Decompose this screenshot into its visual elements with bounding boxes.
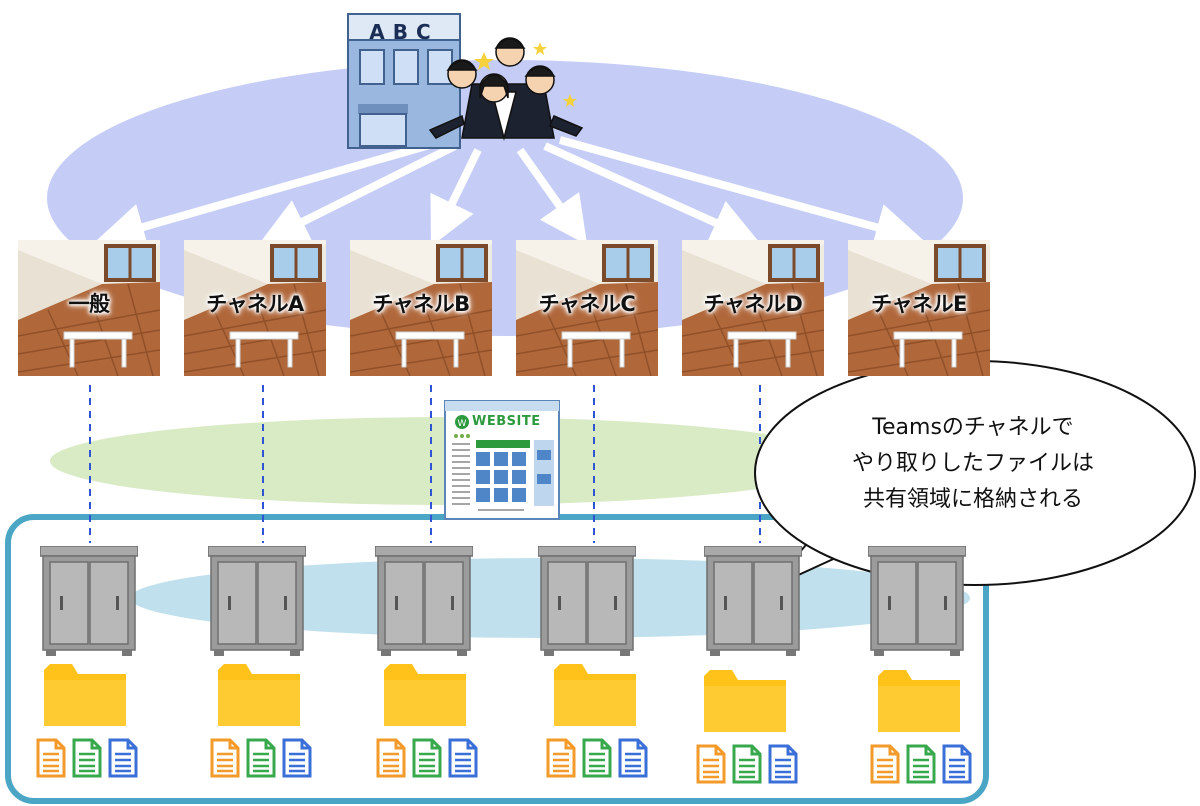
distribution-arrows [96,136,924,251]
channel-label: チャネルE [871,292,967,316]
svg-text:W: W [458,419,467,429]
company-illustration: ABC [344,12,584,152]
document-icon [412,738,442,778]
document-icon [246,738,276,778]
folder-icon [384,664,466,726]
storage-cabinet [868,546,966,656]
document-icon [282,738,312,778]
document-icon [582,738,612,778]
folder-icon [878,670,960,732]
callout-line: Teamsのチャネルで [872,415,1074,440]
folder-icon [218,664,300,726]
document-icon [546,738,576,778]
storage-cabinet [704,546,802,656]
storage-cabinet [208,546,306,656]
document-icon [448,738,478,778]
document-icon [210,738,240,778]
channel-label: チャネルC [538,292,636,316]
channel-label: 一般 [68,292,111,316]
document-icon [906,744,936,784]
channel-room-b: チャネルB [350,240,492,376]
folder-icon [554,664,636,726]
channel-room-e: チャネルE [848,240,990,376]
document-icon [36,738,66,778]
document-icon [618,738,648,778]
storage-cabinet [375,546,473,656]
document-icon [108,738,138,778]
channel-label: チャネルD [703,292,803,316]
callout-text: Teamsのチャネルで やり取りしたファイルは 共有領域に格納される [808,410,1138,518]
folder-icon [704,670,786,732]
storage-cabinet [40,546,138,656]
channel-room-general: 一般 [18,240,160,376]
document-icon [72,738,102,778]
channel-storage-connectors [89,385,761,543]
website-icon: W WEBSITE [444,400,560,520]
channel-room-c: チャネルC [516,240,658,376]
document-icon [768,744,798,784]
document-icon [696,744,726,784]
document-icon [376,738,406,778]
document-icon [732,744,762,784]
channel-room-a: チャネルA [184,240,326,376]
website-title: WEBSITE [472,414,541,429]
company-label: ABC [369,20,439,44]
folder-icon [44,664,126,726]
callout-bubble [754,360,1196,589]
callout-line: やり取りしたファイルは [851,451,1094,476]
storage-cabinet [538,546,636,656]
channel-label: チャネルB [372,292,470,316]
document-icon [942,744,972,784]
channel-room-d: チャネルD [682,240,824,376]
document-icon [870,744,900,784]
channel-label: チャネルA [206,292,304,316]
callout-line: 共有領域に格納される [862,487,1083,512]
